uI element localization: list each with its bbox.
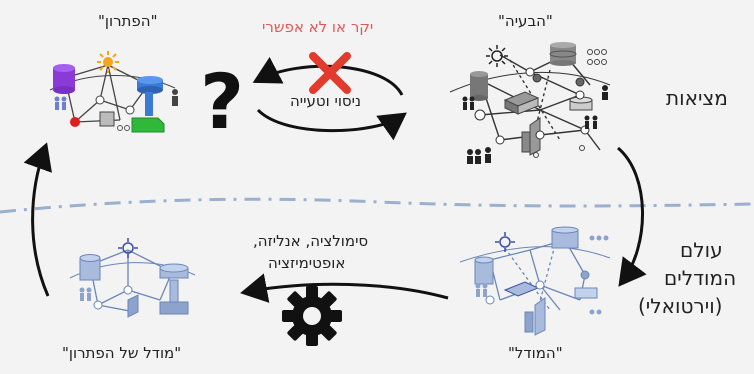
solution-label: "הפתרון" xyxy=(98,12,158,30)
expensive-label: יקר או לא אפשרי xyxy=(262,18,374,36)
implementation-arrow xyxy=(23,142,52,297)
question-mark-icon: ? xyxy=(200,57,244,146)
solution-model-label: "מודל של הפתרון" xyxy=(62,344,182,362)
cross-icon xyxy=(309,52,351,94)
gear-icon xyxy=(282,286,342,346)
solution-network-icon xyxy=(49,51,178,133)
reality-label: מציאות xyxy=(666,86,728,110)
solution-model-network-icon xyxy=(69,238,196,318)
simulation-arrow xyxy=(240,273,449,303)
trial-error-label: ניסוי וטעייה xyxy=(290,92,362,110)
problem-label: "הבעיה" xyxy=(498,12,553,30)
models-world-line2: המודלים xyxy=(664,266,737,290)
models-world-line1: עולם xyxy=(680,238,723,262)
problem-network-icon xyxy=(449,42,611,164)
trial-arrow-bottom xyxy=(256,108,407,141)
model-label: "המודל" xyxy=(508,344,563,362)
model-network-icon xyxy=(459,226,611,336)
simulation-label-line1: סימולציה, אנליזה, xyxy=(253,232,369,250)
simulation-label-line2: אופטימיזציה xyxy=(268,254,346,272)
models-world-line3: (וירטואלי) xyxy=(638,294,723,318)
abstraction-arrow xyxy=(617,146,647,287)
